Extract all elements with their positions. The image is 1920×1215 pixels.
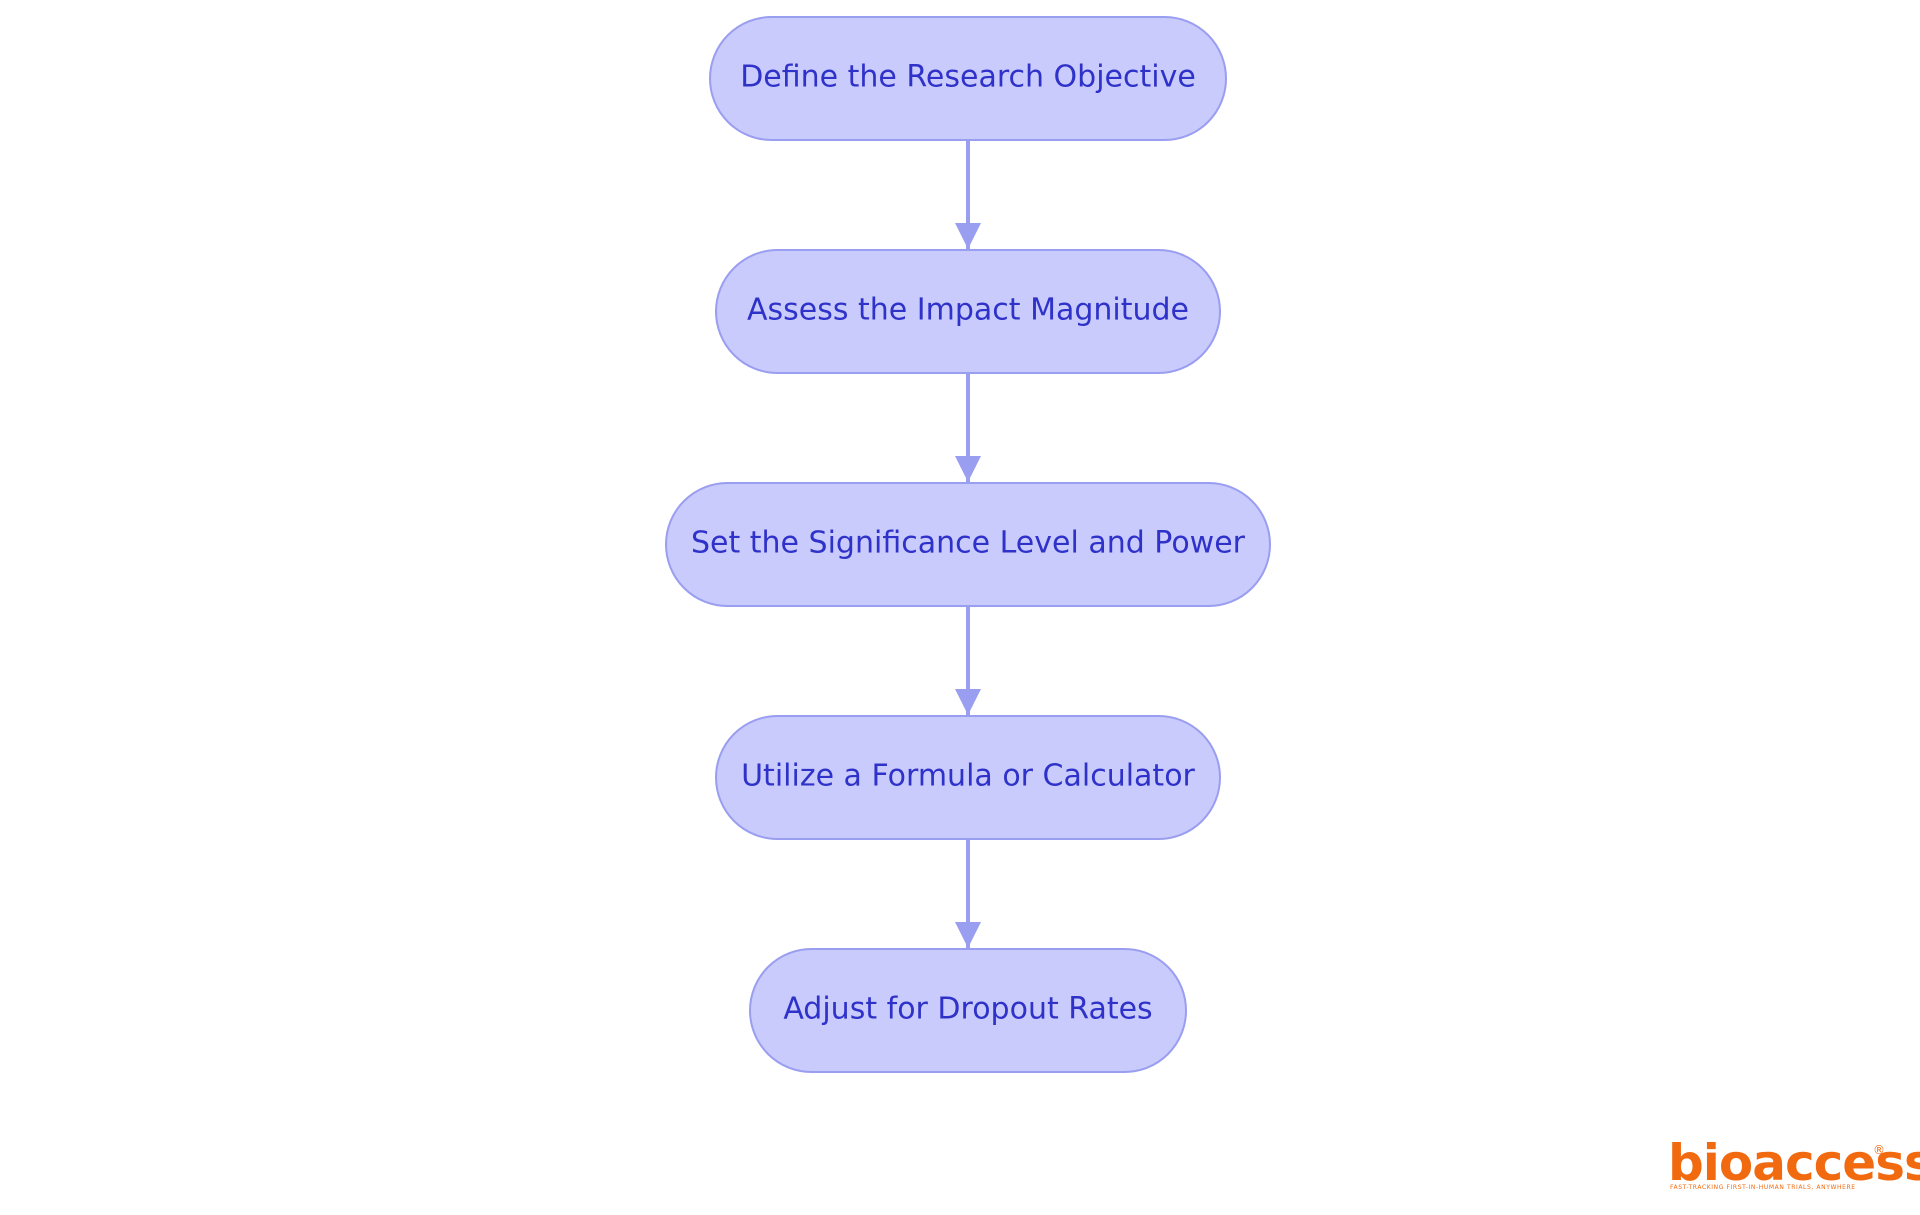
flow-node-set-significance: Set the Significance Level and Power [665,482,1271,607]
flow-node-label: Set the Significance Level and Power [691,526,1246,561]
flow-node-define-objective: Define the Research Objective [709,16,1227,141]
flow-node-assess-impact: Assess the Impact Magnitude [715,249,1221,374]
logo-registered-mark: ® [1873,1143,1885,1157]
flow-node-label: Assess the Impact Magnitude [747,293,1189,328]
flow-node-utilize-formula: Utilize a Formula or Calculator [715,715,1221,840]
flow-node-label: Define the Research Objective [740,60,1196,95]
bioaccess-logo: bioaccess ® FAST-TRACKING FIRST-IN-HUMAN… [1668,1134,1920,1192]
flow-node-label: Adjust for Dropout Rates [783,992,1152,1027]
logo-tagline: FAST-TRACKING FIRST-IN-HUMAN TRIALS, ANY… [1670,1184,1856,1191]
flow-node-label: Utilize a Formula or Calculator [741,759,1195,794]
logo-wordmark: bioaccess [1668,1134,1920,1192]
flow-node-adjust-dropout: Adjust for Dropout Rates [749,948,1187,1073]
